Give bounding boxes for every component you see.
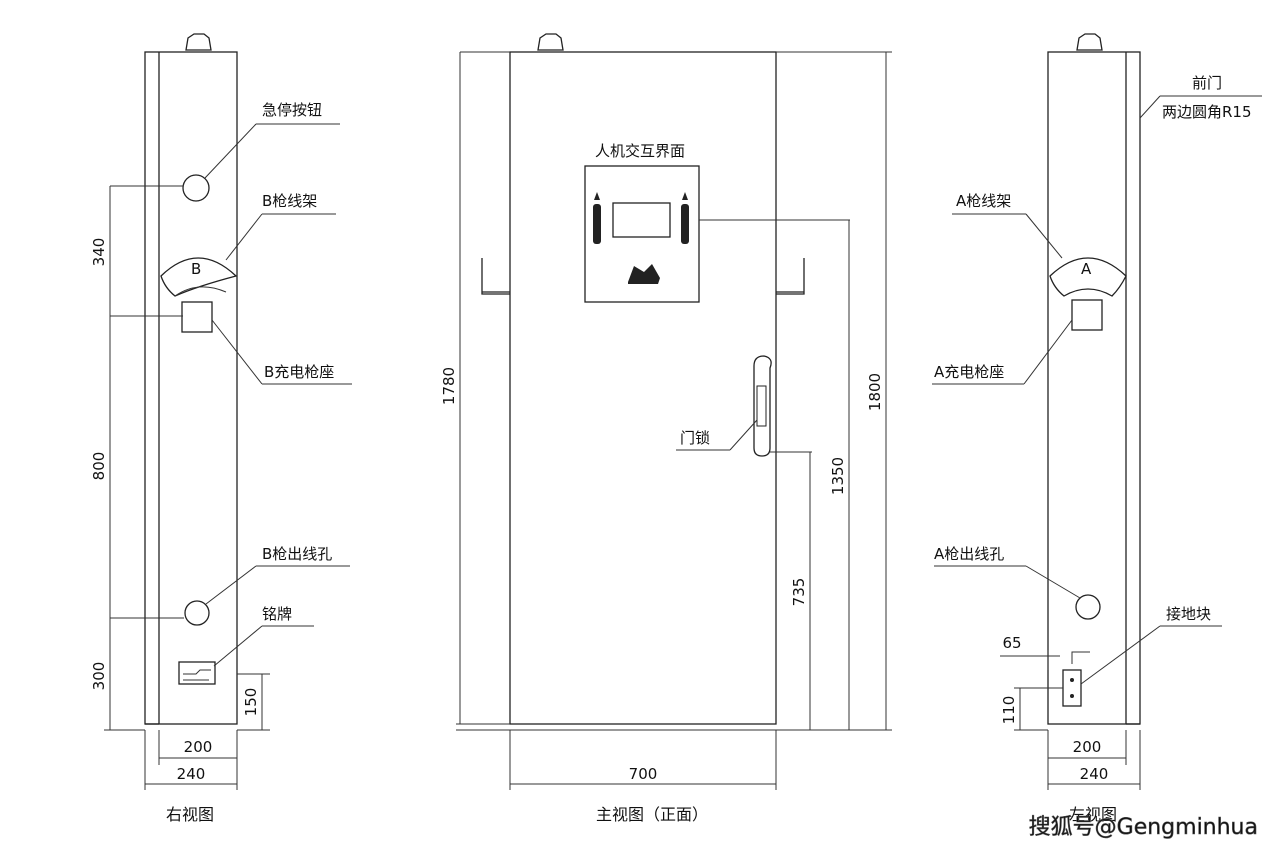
hmi-panel: [584, 165, 700, 303]
watermark: 搜狐号@Gengminhua: [1029, 815, 1258, 840]
a-rack-letter: A: [1081, 260, 1092, 278]
left-lift-handle: [481, 258, 510, 295]
left-view-beacon-lamp-icon: [1076, 33, 1103, 51]
card-reader-icon: [628, 264, 660, 284]
dim-340: 340: [90, 238, 108, 267]
front-view-body: [509, 51, 777, 725]
dim-735: 735: [790, 578, 808, 607]
hmi-left-indicator-icon: [594, 192, 600, 200]
dim-300: 300: [90, 662, 108, 691]
nameplate-label: 铭牌: [262, 605, 292, 623]
beacon-lamp-icon: [185, 33, 212, 51]
dim-1800: 1800: [866, 373, 884, 411]
front-beacon-lamp-icon: [537, 33, 564, 51]
estop-label: 急停按钮: [262, 101, 322, 119]
hmi-screen: [612, 202, 671, 238]
b-socket-label: B充电枪座: [264, 363, 334, 381]
b-rack-label: B枪线架: [262, 192, 317, 210]
front-view: 人机交互界面 门锁 1780 1800 1350 735 700 主视图（正面）: [440, 33, 892, 824]
left-view: 前门 两边圆角R15 A A枪线架 A充电枪座 A枪出线孔 接地块 65 1: [932, 33, 1262, 824]
right-view-body: [144, 51, 238, 725]
b-charging-socket-icon: [181, 301, 213, 333]
hmi-label: 人机交互界面: [595, 142, 685, 160]
dim-200-right: 200: [184, 738, 213, 756]
hmi-left-button-strip: [593, 204, 601, 244]
dim-1350: 1350: [829, 457, 847, 495]
b-cable-outlet-icon: [184, 600, 210, 626]
a-charging-socket-icon: [1071, 299, 1103, 331]
dim-200-left: 200: [1073, 738, 1102, 756]
b-rack-letter: B: [191, 260, 201, 278]
dim-700: 700: [629, 765, 658, 783]
right-view-caption: 右视图: [166, 805, 214, 824]
dim-240-left: 240: [1080, 765, 1109, 783]
dim-65: 65: [1002, 634, 1021, 652]
left-view-body: [1047, 51, 1141, 725]
dim-240-right: 240: [177, 765, 206, 783]
right-view: 急停按钮 B B枪线架 B充电枪座 B枪出线孔 铭牌 340 800 300: [90, 33, 352, 824]
left-view-caption: 左视图: [1069, 805, 1117, 824]
a-gun-rack-icon: [1049, 257, 1127, 297]
ground-block-icon: [1062, 669, 1082, 707]
a-outlet-label: A枪出线孔: [934, 545, 1004, 563]
a-cable-outlet-icon: [1075, 594, 1101, 620]
ground-block-label: 接地块: [1166, 605, 1211, 623]
right-lift-handle: [776, 258, 805, 295]
b-outlet-label: B枪出线孔: [262, 545, 332, 563]
hmi-right-button-strip: [681, 204, 689, 244]
dim-110: 110: [1000, 696, 1018, 725]
door-corner-note: 两边圆角R15: [1162, 103, 1252, 121]
emergency-stop-button-icon: [182, 174, 210, 202]
door-lock-label: 门锁: [680, 429, 710, 447]
a-rack-label: A枪线架: [956, 192, 1011, 210]
dim-150: 150: [242, 688, 260, 717]
a-socket-label: A充电枪座: [934, 363, 1004, 381]
dim-800: 800: [90, 452, 108, 481]
front-view-caption: 主视图（正面）: [596, 805, 708, 824]
front-door-label: 前门: [1192, 74, 1222, 92]
hmi-right-indicator-icon: [682, 192, 688, 200]
dim-1780: 1780: [440, 367, 458, 405]
b-gun-rack-icon: [160, 257, 238, 297]
